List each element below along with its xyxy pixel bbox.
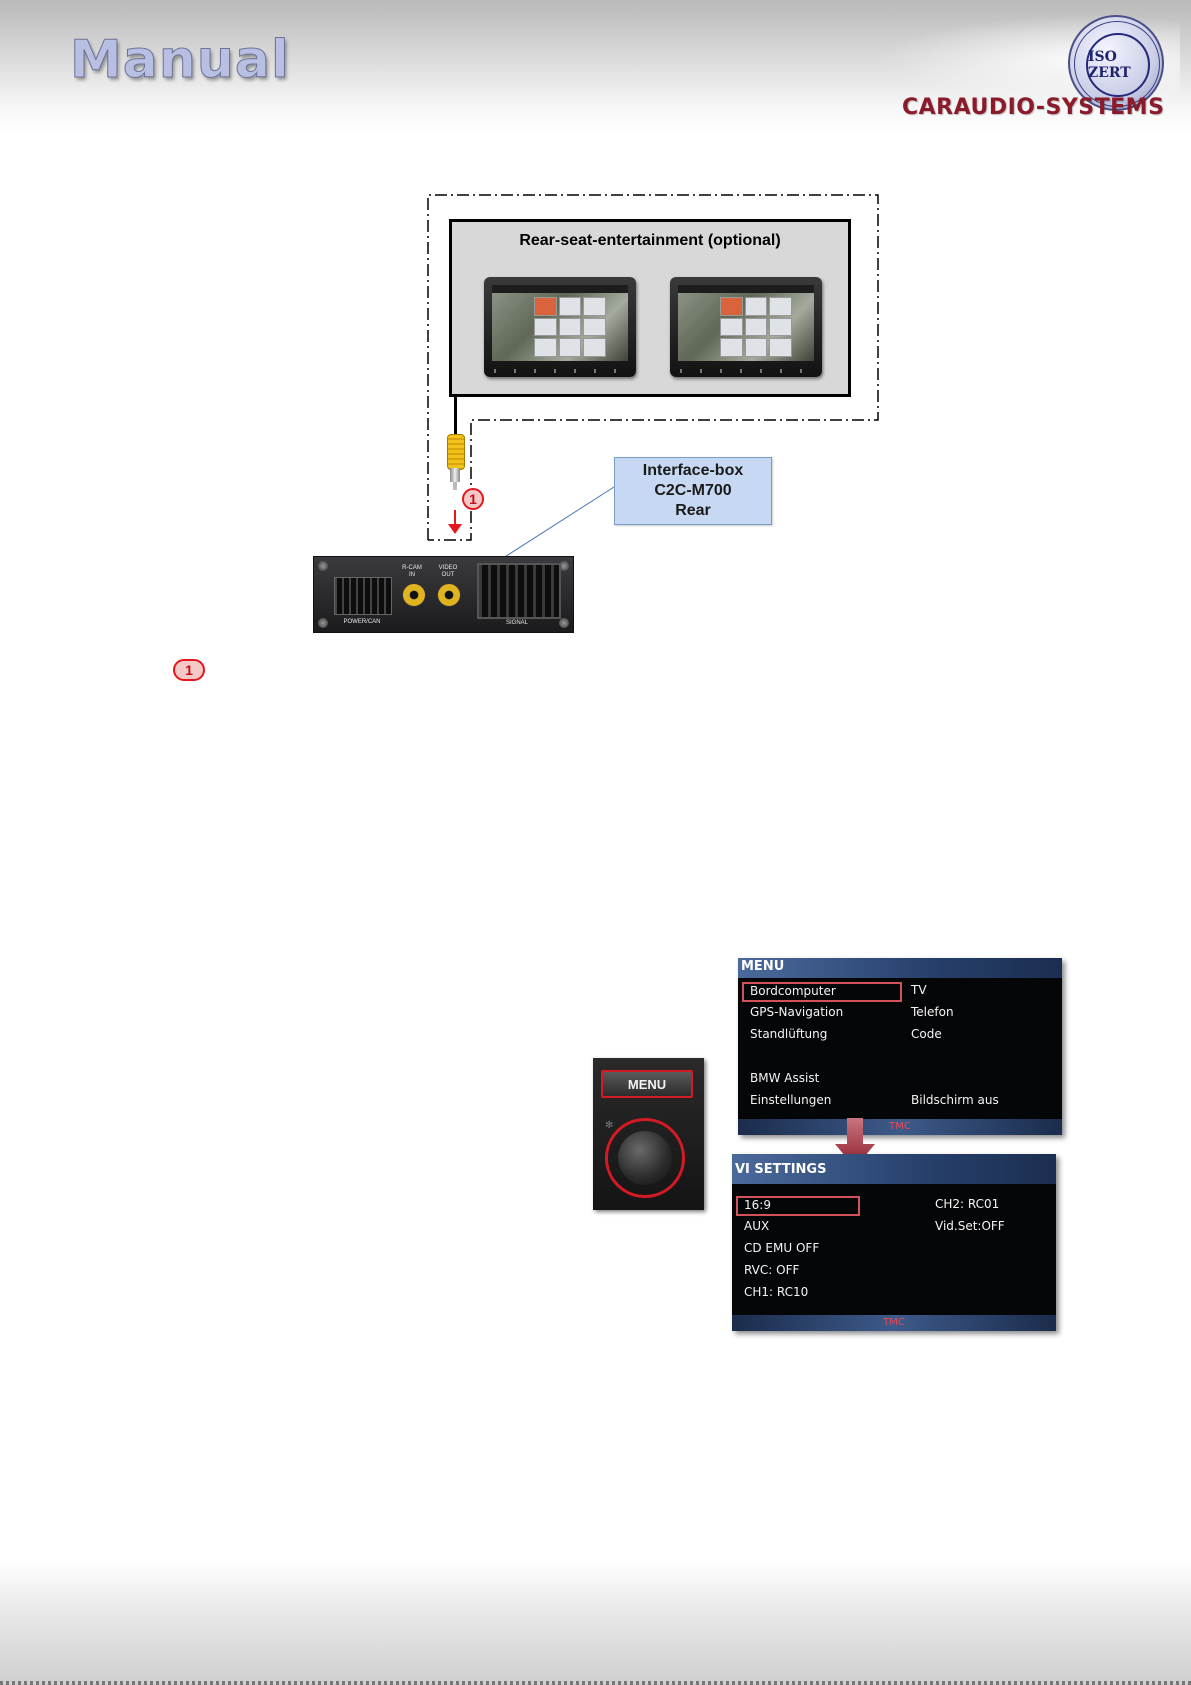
step-badge-legend: 1 [173,659,205,681]
setting-item-ch1: CH1: RC10 [744,1285,809,1299]
footer-dotted-line [0,1681,1191,1685]
setting-item-vid-set: Vid.Set:OFF [935,1219,1005,1233]
rca-plug-icon [444,434,466,492]
seal-text: ISO ZERT [1086,33,1150,97]
setting-item-aux: AUX [744,1219,770,1233]
menu-item-bildschirm-aus: Bildschirm aus [911,1093,999,1107]
screw-icon [318,561,328,571]
setting-item-rvc: RVC: OFF [744,1263,800,1277]
seal-ring [1074,21,1160,107]
optional-outline [427,194,879,561]
menu-tile [558,338,582,357]
video-out-label: VIDEO OUT [438,565,458,578]
video-out-jack [437,583,461,607]
menu-item-telefon: Telefon [911,1005,954,1019]
menu-tile [534,338,557,357]
menu-screen-footer: TMC [738,1119,1062,1135]
menu-tile [583,338,606,357]
menu-tile [744,338,768,357]
optional-dash-border [427,194,879,541]
page-header: Manual ISO ZERT CARAUDIO-SYSTEMS [0,0,1191,135]
rear-seat-entertainment-box: Rear-seat-entertainment (optional) [449,219,851,397]
menu-button-photo: MENU ✻ [593,1058,704,1210]
rcam-in-jack [402,583,426,607]
screw-icon [559,618,569,628]
callout-line-1: Interface-box [642,462,744,479]
menu-tile [769,297,792,316]
callout-line-2: C2C-M700 [654,482,732,499]
menu-tile [534,317,557,337]
manual-title: Manual [70,30,290,91]
step-badge-diagram: 1 [462,488,484,510]
menu-tile [744,297,768,316]
screw-icon [318,618,328,628]
rse-title: Rear-seat-entertainment (optional) [519,232,781,249]
menu-tile [558,317,582,337]
menu-item-einstellungen: Einstellungen [750,1093,832,1107]
brand-name: CARAUDIO-SYSTEMS [902,95,1165,120]
menu-tile [720,338,743,357]
monitor-buttons [494,369,626,373]
rca-plug-pin [453,482,457,490]
settings-screen: VI SETTINGS 16:9 AUX CD EMU OFF RVC: OFF… [732,1154,1056,1331]
menu-button: MENU [601,1070,693,1098]
rcam-label: R-CAM IN [402,565,422,578]
settings-screen-body: 16:9 AUX CD EMU OFF RVC: OFF CH1: RC10 C… [732,1184,1056,1315]
monitor-menu-grid [534,297,606,357]
menu-screen-header: MENU [738,958,1062,978]
menu-tile [744,317,768,337]
page-footer [0,1560,1191,1685]
monitor-screen [492,285,628,361]
controller-knob-ring [605,1118,685,1198]
fan-icon: ✻ [605,1120,614,1131]
settings-screen-footer: TMC [732,1315,1056,1331]
menu-tile [583,317,606,337]
video-cable [454,397,457,437]
menu-tile [534,297,557,316]
callout-line-3: Rear [675,502,711,519]
settings-screen-header: VI SETTINGS [732,1154,1056,1184]
menu-item-code: Code [911,1027,942,1041]
monitor-buttons [680,369,812,373]
menu-tile [769,338,792,357]
brand-logo: ISO ZERT CARAUDIO-SYSTEMS [880,5,1180,130]
arrow-down-icon [454,510,456,526]
interface-box-callout: Interface-box C2C-M700 Rear [614,457,772,525]
screw-icon [559,561,569,571]
menu-tile [558,297,582,316]
power-can-connector [334,577,392,615]
settings-screen-title: VI SETTINGS [735,1162,827,1177]
menu-item-tv: TV [911,983,927,997]
menu-tile [720,297,743,316]
menu-item-standlueftung: Standlüftung [750,1027,828,1041]
monitor-status-bar [492,285,628,293]
menu-screen: MENU Bordcomputer GPS-Navigation Standlü… [738,958,1062,1135]
monitor-menu-grid [720,297,792,357]
menu-tile [583,297,606,316]
menu-screen-title: MENU [741,959,785,974]
menu-tile [720,317,743,337]
rca-plug-body [447,434,465,470]
monitor-left [484,277,636,377]
interface-box-photo: POWER/CAN R-CAM IN VIDEO OUT SIGNAL [313,556,574,633]
menu-item-bordcomputer: Bordcomputer [742,982,902,1002]
menu-screen-body: Bordcomputer GPS-Navigation Standlüftung… [738,978,1062,1119]
setting-item-ch2: CH2: RC01 [935,1197,1000,1211]
callout-connector [499,486,615,561]
controller-knob-icon [618,1131,672,1185]
monitor-right [670,277,822,377]
iso-seal-icon: ISO ZERT [1068,15,1164,111]
setting-item-aspect: 16:9 [736,1196,860,1216]
rca-plug-tip [450,468,460,482]
power-can-label: POWER/CAN [343,619,381,625]
menu-tile [769,317,792,337]
monitor-screen [678,285,814,361]
arrow-down-head [448,524,462,534]
menu-item-bmw-assist: BMW Assist [750,1071,820,1085]
menu-item-gps-navigation: GPS-Navigation [750,1005,844,1019]
monitor-status-bar [678,285,814,293]
signal-connector [477,563,561,619]
signal-label: SIGNAL [505,620,528,626]
setting-item-cd-emu: CD EMU OFF [744,1241,820,1255]
